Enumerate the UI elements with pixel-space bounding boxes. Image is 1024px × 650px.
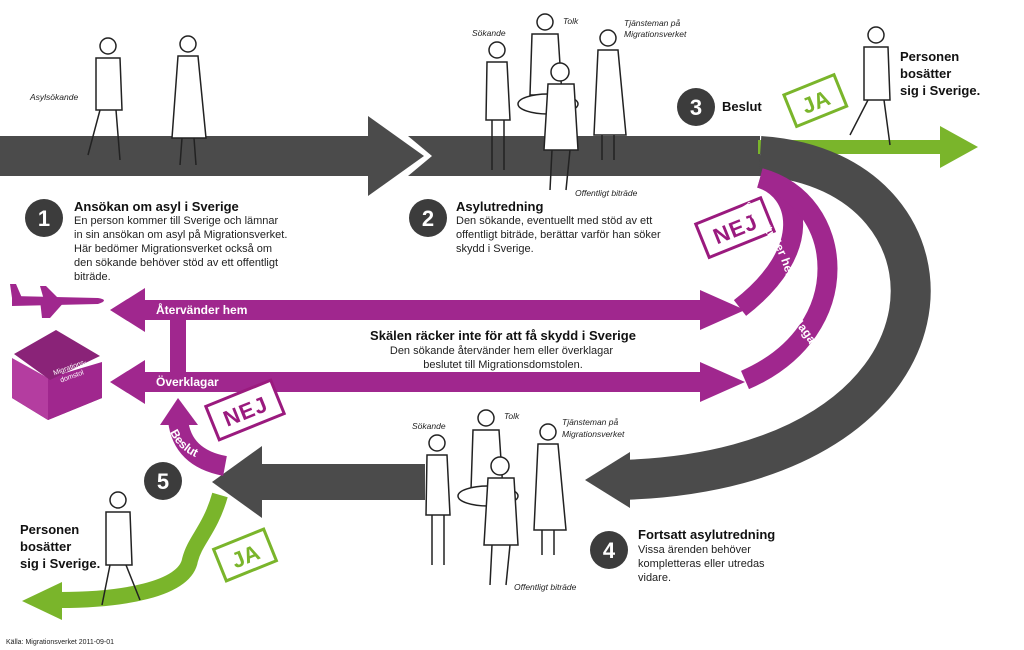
appeal-arrow-label: Överklagar [156,374,219,389]
appeal-arrow [110,360,745,404]
step-2-description: Den sökande, eventuellt med stöd av ett … [456,215,664,255]
officer-figure-top-left [171,35,207,166]
step-1-description: En person kommer till Sverige och lämnar… [74,215,290,283]
step-3-title: Beslut [722,99,762,114]
step-5-outcome: Personen bosätter sig i Sverige. [20,522,100,571]
appeal-connector [170,320,186,390]
settled-person-bottom [101,491,141,606]
step-2-badge: 2 [409,199,447,237]
step-4-title: Fortsatt asylutredning [638,527,775,542]
step-3-outcome: Personen bosätter sig i Sverige. [900,49,980,98]
interview-group-bottom [425,409,567,586]
reject-description: Den sökande återvänder hem eller överkla… [390,345,616,371]
ja-stamp-bottom: JA [211,527,279,583]
asylum-seeker-figure [87,37,123,161]
step-2-title: Asylutredning [456,199,543,214]
airplane-icon [10,284,104,318]
nej-stamp-top: NEJ [693,195,777,260]
main-flow-arrow [0,116,760,196]
step-5-badge: 5 [144,462,182,500]
svg-text:3: 3 [690,95,702,120]
court-building-icon: Migrations-domstol [12,330,102,420]
step-1-title: Ansökan om asyl i Sverige [74,199,239,214]
step-4-badge: 4 [590,531,628,569]
continued-investigation-curve [619,136,931,500]
interview-group-top [485,13,627,191]
settled-person-top [849,26,891,146]
svg-text:2: 2 [422,206,434,231]
lower-flow-arrow [212,446,425,518]
positive-flow-arrowhead-bottom [22,582,62,620]
label-tjansteman-top: Tjänsteman på Migrationsverket [624,18,687,39]
continued-investigation-arrowhead [585,452,630,508]
reject-curve-appeal [740,168,838,390]
reject-title: Skälen räcker inte för att få skydd i Sv… [370,328,636,343]
label-tolk-top: Tolk [563,16,579,26]
label-sokande-top: Sökande [472,28,506,38]
source-note: Källa: Migrationsverket 2011-09-01 [6,639,114,646]
step-1-badge: 1 [25,199,63,237]
nej-stamp-bottom: NEJ [203,378,287,442]
step-3-badge: 3 [677,88,715,126]
ja-stamp-top: JA [781,72,849,129]
return-arrow-label: Återvänder hem [156,302,247,317]
label-tjansteman-bottom: Tjänsteman på Migrationsverket [562,417,625,439]
label-sokande-bottom: Sökande [412,421,446,431]
step-4-description: Vissa ärenden behöver kompletteras eller… [638,544,768,584]
positive-flow-curve-bottom [59,492,228,608]
label-tolk-bottom: Tolk [504,411,520,421]
svg-text:1: 1 [38,206,50,231]
beslut-curve-top-arrowhead [160,398,198,425]
return-home-arrow [110,288,745,332]
label-asylsokande: Asylsökande [29,92,78,102]
svg-text:5: 5 [157,469,169,494]
label-bitrade-top: Offentligt biträde [575,188,638,198]
svg-text:4: 4 [603,538,616,563]
label-bitrade-bottom: Offentligt biträde [514,582,577,592]
beslut-curve-top [168,418,228,476]
